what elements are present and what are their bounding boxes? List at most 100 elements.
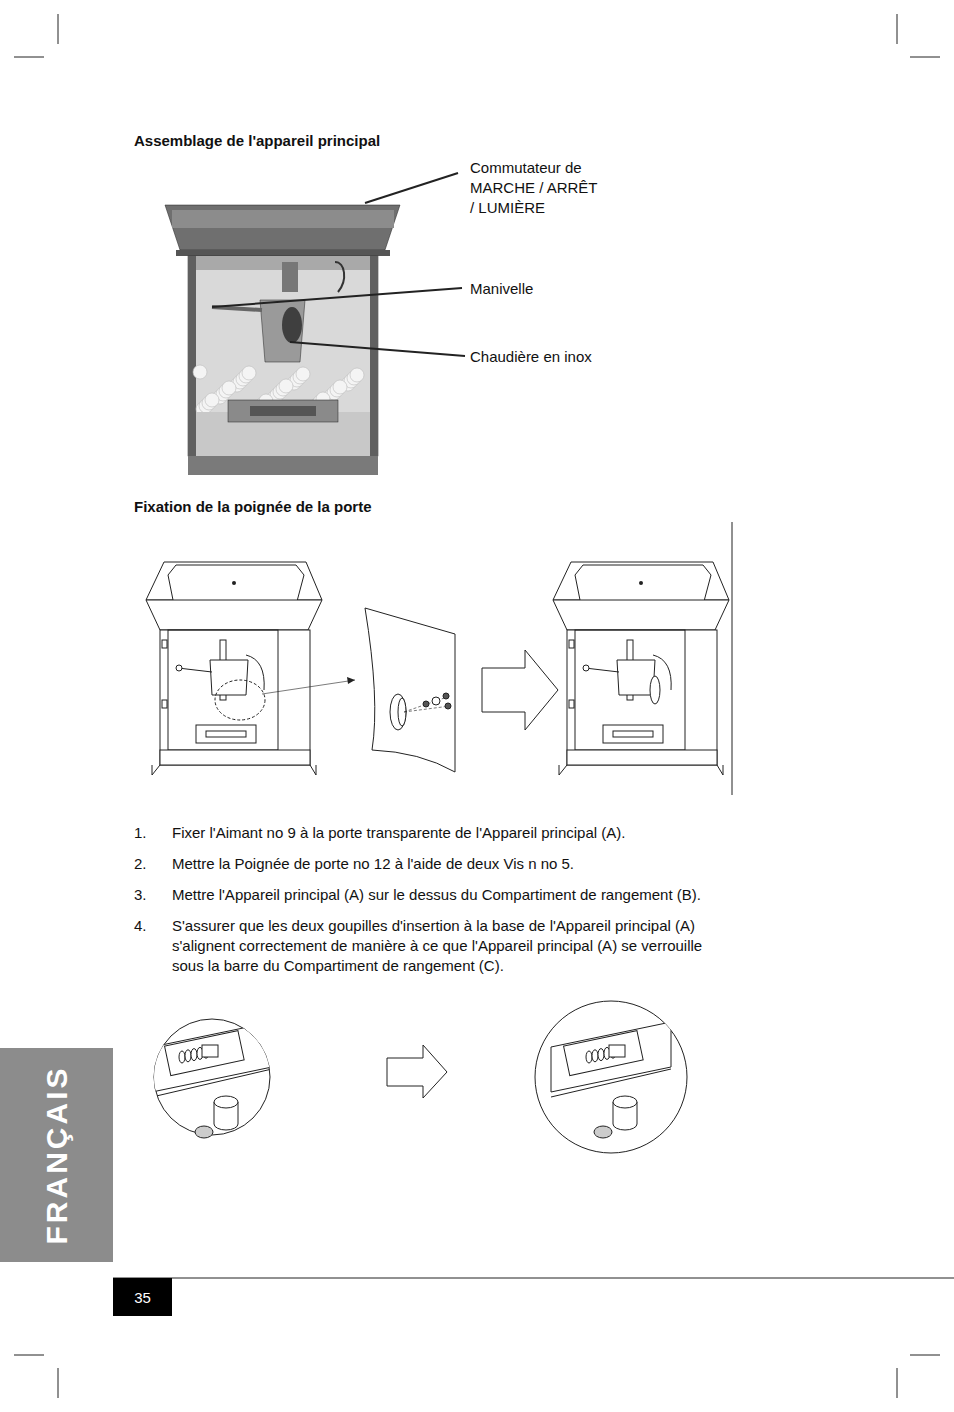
hinge [162, 700, 167, 708]
latch-pin [609, 1045, 625, 1057]
cart-base [188, 456, 378, 475]
drawer [228, 400, 338, 422]
step-text: S'assurer que les deux goupilles d'inser… [172, 916, 712, 976]
edge-line [152, 1069, 272, 1097]
step-arrow [387, 1045, 447, 1098]
screw [443, 693, 449, 699]
screw [445, 703, 451, 709]
popcorn [193, 365, 207, 379]
pin-detail [535, 1001, 687, 1153]
step-arrow [482, 650, 558, 730]
leader-line [290, 342, 465, 356]
kettle [210, 660, 248, 695]
kettle [617, 660, 655, 695]
hood-front [146, 600, 322, 630]
crank [178, 668, 212, 672]
hood-base [176, 250, 390, 256]
insertion-pin-top [214, 1096, 238, 1108]
leader-line [365, 173, 458, 203]
crank-knob [583, 665, 589, 671]
spring-coil [185, 1050, 191, 1062]
crank-handle [212, 307, 262, 310]
socket [594, 1126, 612, 1138]
insertion-pin-top [613, 1096, 637, 1108]
magnet [432, 697, 440, 705]
hinge [569, 640, 574, 648]
crop-marks [14, 14, 940, 1398]
foot [717, 765, 723, 775]
step-number: 2. [134, 854, 147, 874]
cabinet-base [567, 750, 717, 765]
hood-band [172, 210, 394, 228]
machine-hood [165, 205, 400, 250]
page-number-box: 35 [113, 1278, 172, 1316]
step-text: Mettre l'Appareil principal (A) sur le d… [172, 885, 852, 905]
detail-circle [215, 680, 265, 720]
hood-front [553, 600, 729, 630]
spring-coil [179, 1051, 185, 1063]
power-cord [335, 262, 344, 292]
step-number: 4. [134, 916, 147, 936]
foot [559, 765, 567, 775]
latch-housing [165, 1031, 245, 1076]
step-text: Mettre la Poignée de porte no 12 à l'aid… [172, 854, 812, 874]
drawer-handle [206, 731, 246, 737]
crank-knob [176, 665, 182, 671]
step-number: 3. [134, 885, 147, 905]
latch-pin [202, 1045, 218, 1057]
drawer-handle [613, 731, 653, 737]
hinge [569, 700, 574, 708]
popcorn [296, 367, 310, 381]
crop-mark [897, 14, 898, 44]
section-title: Assemblage de l'appareil principal [134, 131, 380, 151]
popcorn [333, 380, 347, 394]
glass-door [168, 630, 278, 750]
cabinet-base [160, 750, 310, 765]
door-handle [390, 694, 406, 730]
language-tab: FRANÇAIS [0, 1048, 113, 1262]
kettle-rod [282, 262, 298, 292]
foot [559, 765, 560, 775]
popcorn [242, 366, 256, 380]
latch-housing [564, 1031, 644, 1076]
pin-parts [152, 1022, 272, 1097]
machine-drawing [146, 562, 322, 775]
section-heading: Fixation de la poignée de la porte [134, 497, 372, 517]
cabinet-post [370, 256, 378, 475]
crop-mark [58, 14, 59, 44]
popcorn [222, 381, 236, 395]
machine-drawing [553, 562, 729, 775]
crop-mark [14, 1355, 44, 1356]
switch [639, 581, 643, 585]
spring-coil [592, 1050, 598, 1062]
assembly-line [404, 696, 450, 712]
top-panel [575, 565, 711, 605]
footer-rule [113, 1278, 954, 1279]
door-handle [650, 676, 660, 704]
pin-parts [551, 1022, 671, 1097]
kettle-lid [282, 307, 302, 343]
foot [310, 765, 316, 775]
glass-door [575, 630, 685, 750]
page-number: 35 [134, 1289, 151, 1306]
crop-mark [910, 1355, 940, 1356]
popcorn [350, 368, 364, 382]
switch [232, 581, 236, 585]
crank [585, 668, 619, 672]
door-panel [365, 608, 455, 772]
spring-coil [191, 1049, 197, 1061]
leader-lines [212, 173, 465, 356]
hinge [162, 640, 167, 648]
crop-mark [14, 57, 44, 58]
crop-mark [897, 1368, 898, 1398]
door-panel-detail [365, 608, 455, 772]
step-number: 1. [134, 823, 147, 843]
top-panel [168, 565, 304, 605]
crop-mark [58, 1368, 59, 1398]
detail-circle [535, 1001, 687, 1153]
drawer-handle [250, 406, 316, 416]
leader-line [212, 288, 462, 307]
kettle [260, 300, 305, 362]
callout-label: Commutateur de MARCHE / ARRÊT / LUMIÈRE [470, 158, 602, 218]
step-text: Fixer l'Aimant no 9 à la porte transpare… [172, 823, 812, 843]
